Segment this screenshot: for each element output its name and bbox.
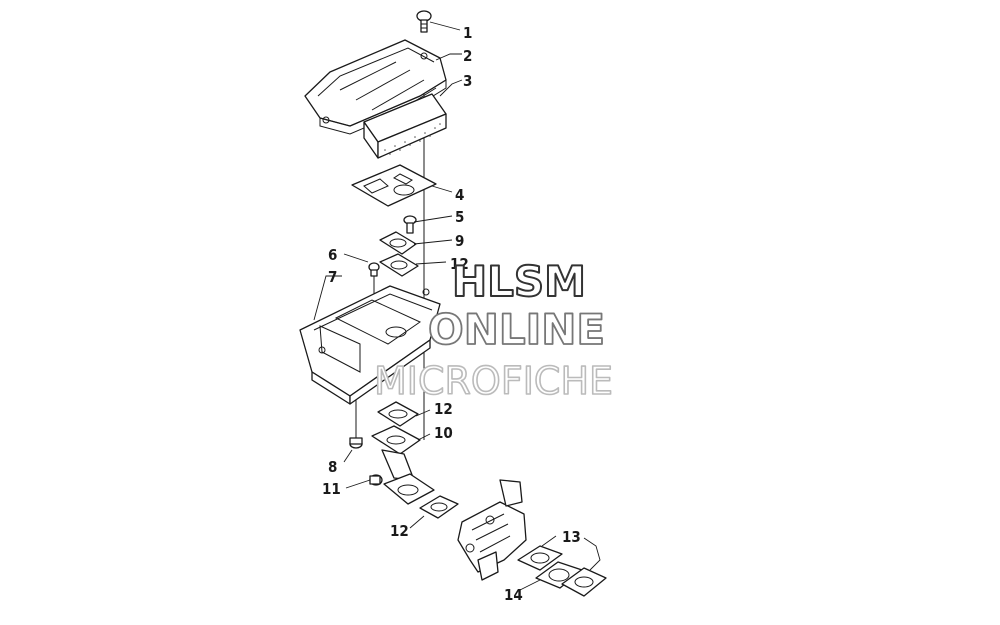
watermark-line-1: HLSM — [452, 257, 586, 306]
callout-3: 3 — [463, 72, 472, 90]
callout-12-top: 12 — [450, 255, 469, 273]
callout-10: 10 — [434, 424, 453, 442]
callout-13: 13 — [562, 528, 581, 546]
callout-12-bottom: 12 — [390, 522, 409, 540]
part-clamp — [369, 474, 383, 486]
part-gasket-12-lower — [419, 495, 459, 519]
watermark-line-2: ONLINE — [428, 305, 605, 354]
callout-11: 11 — [322, 480, 341, 498]
part-gasket-13b — [561, 567, 607, 597]
part-grommet — [349, 400, 363, 449]
part-filter-element — [363, 93, 447, 159]
callout-5: 5 — [455, 208, 464, 226]
part-airbox-base — [299, 285, 441, 405]
leader-lines — [313, 21, 601, 591]
callout-1: 1 — [463, 24, 472, 42]
part-gasket-13 — [517, 545, 563, 571]
callout-7: 7 — [328, 268, 337, 286]
part-gasket-upper — [379, 231, 417, 255]
callout-6: 6 — [328, 246, 337, 264]
watermark-line-3: MICROFICHE — [374, 359, 613, 403]
callout-2: 2 — [463, 47, 472, 65]
part-airbox-cover — [304, 39, 447, 135]
callout-14: 14 — [504, 586, 523, 604]
part-bolt — [403, 215, 417, 234]
part-gasket-12-middle — [377, 401, 419, 427]
callout-9: 9 — [455, 232, 464, 250]
part-gasket-12-upper — [379, 253, 419, 277]
callout-4: 4 — [455, 186, 464, 204]
part-screw — [416, 10, 432, 33]
callout-8: 8 — [328, 458, 337, 476]
part-carburetor — [457, 479, 527, 581]
part-intake-adapter — [371, 425, 435, 505]
callout-12-middle: 12 — [434, 400, 453, 418]
part-screen — [351, 164, 437, 207]
